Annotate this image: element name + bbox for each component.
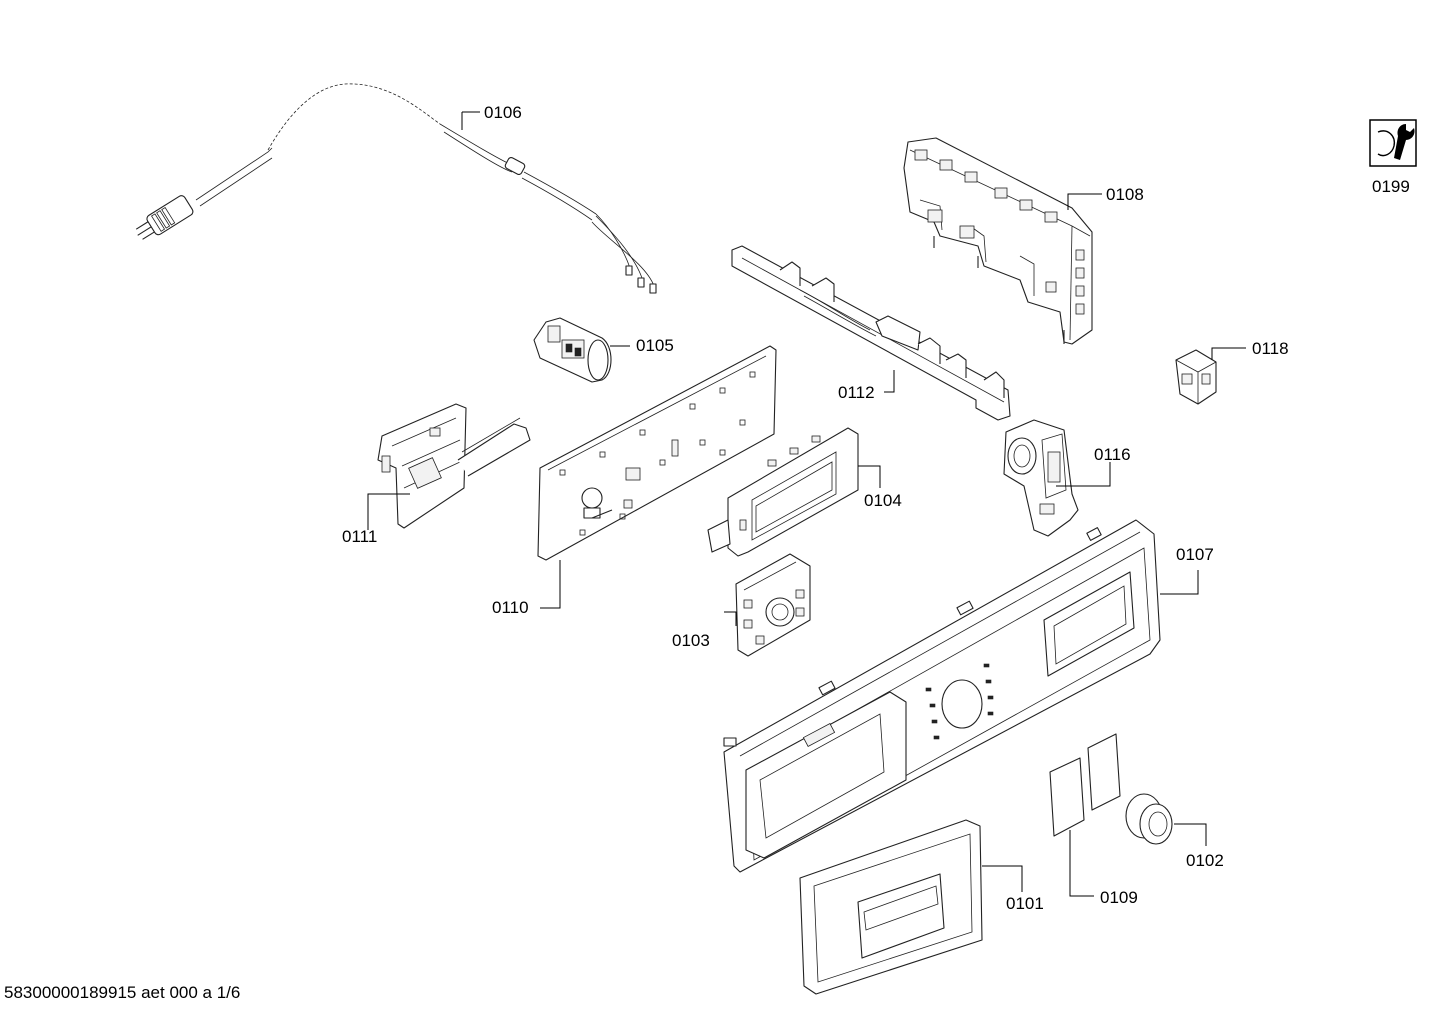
part-0103-knob-housing[interactable] bbox=[724, 553, 811, 657]
part-0199-service-icon[interactable] bbox=[1369, 119, 1417, 167]
label-0110: 0110 bbox=[492, 598, 529, 617]
part-0111-holder[interactable] bbox=[367, 403, 531, 530]
part-0107-control-panel[interactable] bbox=[723, 519, 1199, 873]
wrench-icon bbox=[1377, 124, 1415, 160]
part-0102-knob[interactable] bbox=[1125, 793, 1207, 846]
label-0118: 0118 bbox=[1252, 339, 1289, 358]
label-0104: 0104 bbox=[864, 491, 902, 510]
label-0103: 0103 bbox=[672, 631, 710, 650]
label-0108: 0108 bbox=[1106, 185, 1144, 204]
label-0101: 0101 bbox=[1006, 894, 1044, 913]
part-0106-power-cord[interactable] bbox=[132, 83, 657, 294]
label-0102: 0102 bbox=[1186, 851, 1224, 870]
part-0110-control-pcb[interactable] bbox=[537, 345, 777, 609]
label-0106: 0106 bbox=[484, 103, 522, 122]
label-0116: 0116 bbox=[1094, 445, 1131, 464]
label-0199: 0199 bbox=[1372, 177, 1410, 196]
label-0107: 0107 bbox=[1176, 545, 1214, 564]
part-0105-filter[interactable] bbox=[533, 317, 630, 383]
document-footer: 58300000189915 aet 000 a 1/6 bbox=[4, 983, 240, 1002]
part-0104-display-frame[interactable] bbox=[707, 427, 881, 557]
label-0105: 0105 bbox=[636, 336, 674, 355]
part-0109-labels[interactable] bbox=[1049, 733, 1121, 897]
part-0108-electronic-module[interactable] bbox=[903, 137, 1102, 345]
part-0116-bracket[interactable] bbox=[1003, 419, 1111, 537]
label-0109: 0109 bbox=[1100, 888, 1138, 907]
part-0112-bracket-rail[interactable] bbox=[731, 245, 1011, 421]
label-0112: 0112 bbox=[838, 383, 875, 402]
part-0101-drawer-handle[interactable] bbox=[799, 819, 1023, 995]
label-0111: 0111 bbox=[342, 527, 377, 546]
part-0118-connector[interactable] bbox=[1175, 347, 1246, 405]
